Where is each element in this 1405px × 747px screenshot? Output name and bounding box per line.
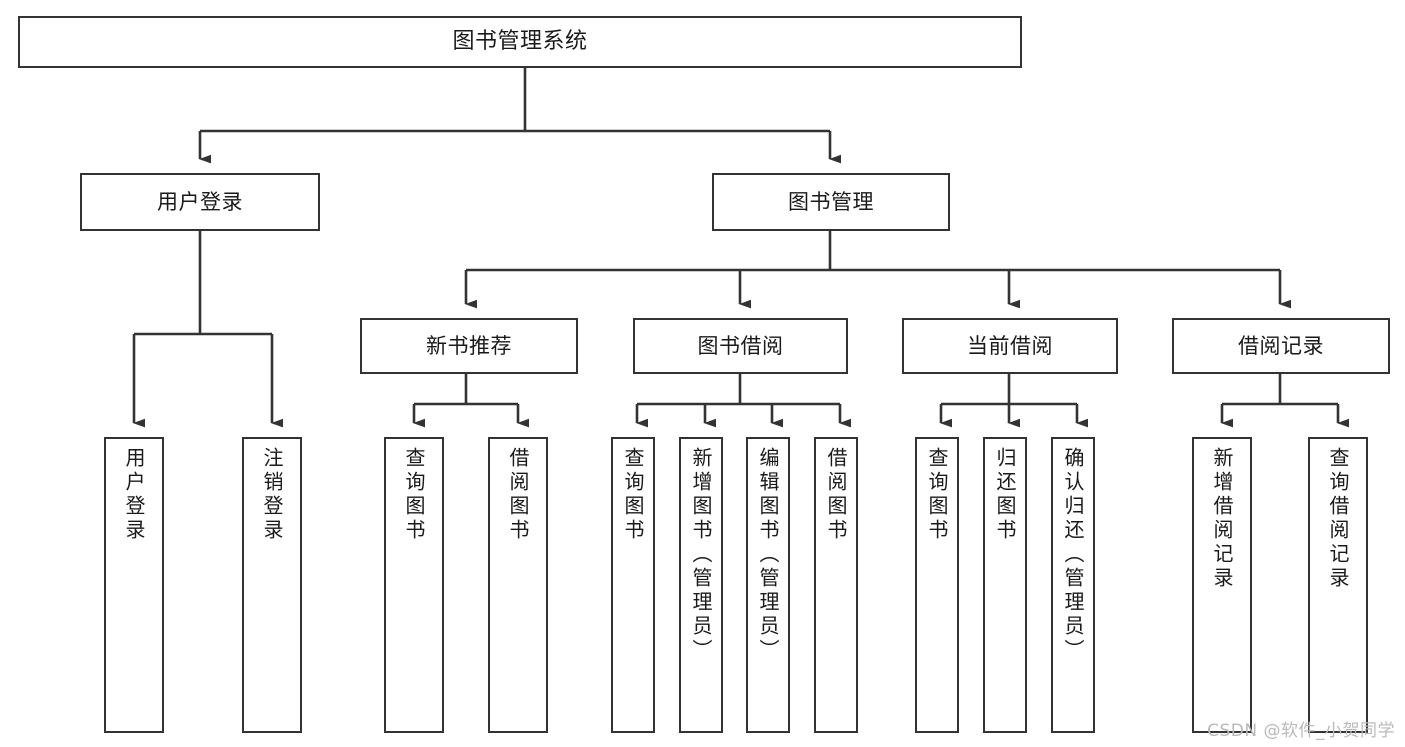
node-label: 编辑图书（管理员） bbox=[756, 447, 780, 663]
leaf-borrow-add-book-admin[interactable]: 新增图书（管理员） bbox=[679, 437, 723, 733]
node-label: 当前借阅 bbox=[967, 333, 1053, 358]
node-label: 新增图书（管理员） bbox=[689, 447, 713, 663]
node-book-borrow[interactable]: 图书借阅 bbox=[633, 318, 848, 374]
node-label: 查询借阅记录 bbox=[1326, 447, 1350, 591]
leaf-record-add-borrow-record[interactable]: 新增借阅记录 bbox=[1192, 437, 1252, 733]
node-label: 新书推荐 bbox=[426, 333, 512, 358]
leaf-borrow-query-book[interactable]: 查询图书 bbox=[611, 437, 655, 733]
node-label: 图书借阅 bbox=[697, 333, 784, 358]
csdn-watermark: CSDN @软件_小贺同学 bbox=[1207, 721, 1395, 741]
node-label: 用户登录 bbox=[122, 447, 146, 543]
node-label: 确认归还（管理员） bbox=[1061, 447, 1085, 663]
node-label: 图书管理 bbox=[788, 189, 874, 214]
node-label: 借阅记录 bbox=[1238, 333, 1324, 358]
leaf-borrow-edit-book-admin[interactable]: 编辑图书（管理员） bbox=[746, 437, 790, 733]
node-label: 查询图书 bbox=[621, 447, 645, 543]
node-user-login[interactable]: 用户登录 bbox=[80, 173, 320, 231]
node-label: 查询图书 bbox=[925, 447, 949, 543]
node-label: 图书管理系统 bbox=[452, 29, 588, 55]
node-label: 用户登录 bbox=[157, 189, 243, 214]
leaf-user-login[interactable]: 用户登录 bbox=[104, 437, 164, 733]
leaf-recommend-borrow-book[interactable]: 借阅图书 bbox=[488, 437, 548, 733]
node-book-management[interactable]: 图书管理 bbox=[712, 173, 950, 231]
node-label: 借阅图书 bbox=[506, 447, 530, 543]
leaf-recommend-query-book[interactable]: 查询图书 bbox=[384, 437, 444, 733]
leaf-user-logout[interactable]: 注销登录 bbox=[242, 437, 302, 733]
node-borrow-record[interactable]: 借阅记录 bbox=[1172, 318, 1390, 374]
leaf-current-return-book[interactable]: 归还图书 bbox=[983, 437, 1027, 733]
node-root-system[interactable]: 图书管理系统 bbox=[18, 16, 1022, 68]
node-new-book-recommend[interactable]: 新书推荐 bbox=[360, 318, 578, 374]
leaf-current-query-book[interactable]: 查询图书 bbox=[915, 437, 959, 733]
node-label: 归还图书 bbox=[993, 447, 1017, 543]
leaf-current-confirm-return-admin[interactable]: 确认归还（管理员） bbox=[1051, 437, 1095, 733]
node-current-borrow[interactable]: 当前借阅 bbox=[902, 318, 1118, 374]
leaf-borrow-borrow-book[interactable]: 借阅图书 bbox=[814, 437, 858, 733]
node-label: 新增借阅记录 bbox=[1210, 447, 1234, 591]
leaf-record-query-borrow-record[interactable]: 查询借阅记录 bbox=[1308, 437, 1368, 733]
node-label: 查询图书 bbox=[402, 447, 426, 543]
node-label: 注销登录 bbox=[260, 447, 284, 543]
node-label: 借阅图书 bbox=[824, 447, 848, 543]
